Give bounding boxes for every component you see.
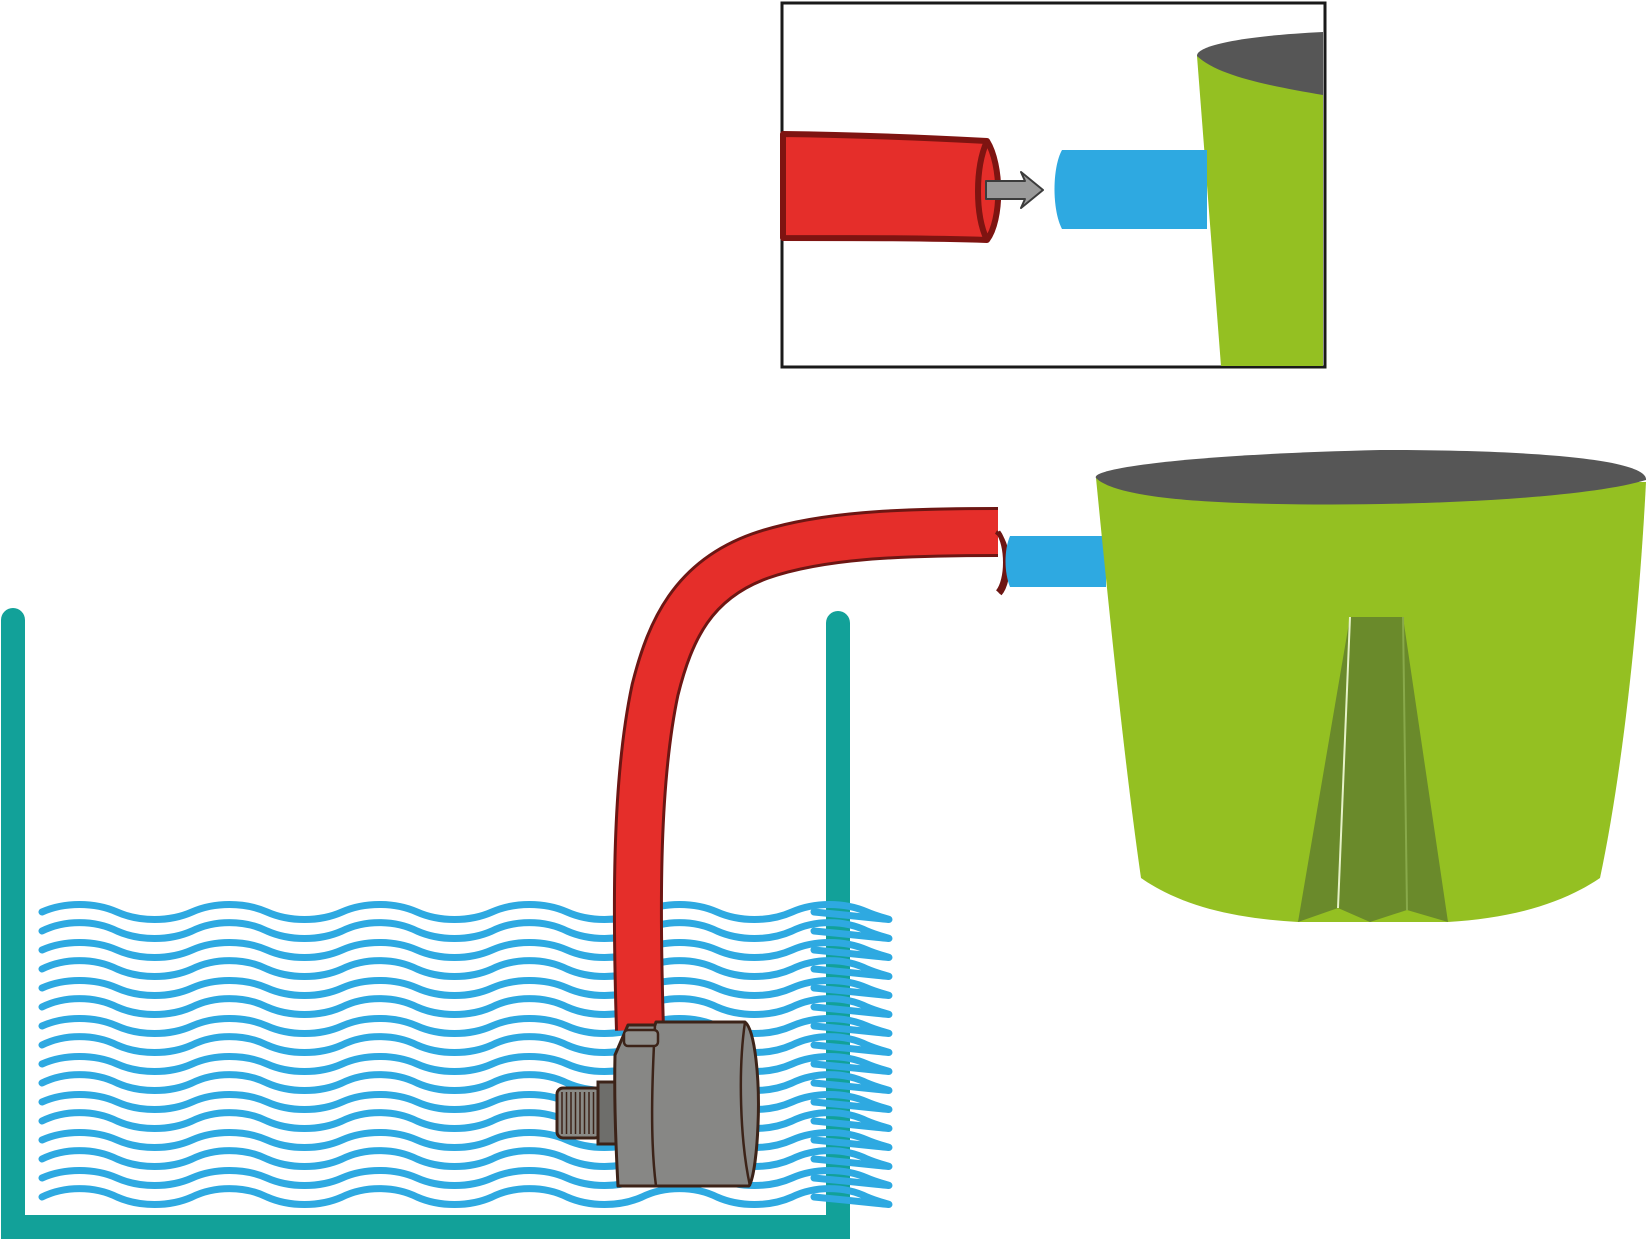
inset-hose-mouth xyxy=(975,139,990,242)
pump-knob-icon xyxy=(555,1086,603,1140)
water-wave-line xyxy=(38,919,893,942)
water-wave-line xyxy=(38,1015,893,1037)
red-hose-fill xyxy=(615,510,999,1031)
water-wave-line xyxy=(38,1185,893,1208)
inset-hose-icon xyxy=(780,131,1002,243)
water-wave-line xyxy=(38,1053,893,1075)
pot-rim xyxy=(1095,450,1647,505)
pot-fold-highlight-right xyxy=(1402,616,1408,911)
planter-pot xyxy=(1005,450,1647,922)
pump-body-side xyxy=(739,1021,752,1187)
water-wave-line xyxy=(38,1071,893,1094)
inset-pot-icon xyxy=(1197,56,1323,366)
water-wave-line xyxy=(38,1129,893,1151)
water-wave-line xyxy=(38,957,893,980)
water-wave-line xyxy=(38,1091,893,1113)
inset-spout-icon xyxy=(1054,150,1207,229)
connection-detail-inset xyxy=(780,1,1327,369)
insert-arrow-icon xyxy=(985,171,1044,209)
pot-drainage-fold xyxy=(1298,617,1448,922)
water-wave-line xyxy=(38,901,893,923)
pot-outlet-spout-icon xyxy=(1005,536,1106,587)
water-waves-icon xyxy=(38,901,893,1208)
water-tank xyxy=(1,608,893,1239)
water-wave-line xyxy=(38,939,893,961)
submersible-pump-icon xyxy=(613,1020,760,1188)
pump-outlet-neck xyxy=(622,1028,660,1048)
inset-pot-rim xyxy=(1196,32,1323,95)
water-wave-line xyxy=(38,977,893,999)
water-wave-line xyxy=(38,1147,893,1170)
water-wave-line xyxy=(38,1033,893,1056)
water-wave-line xyxy=(38,995,893,1018)
hose xyxy=(612,507,1010,1031)
water-wave-line xyxy=(38,1167,893,1189)
water-wave-line xyxy=(38,1109,893,1132)
pot-fold-highlight xyxy=(1337,616,1351,909)
submersible-pump xyxy=(555,1020,760,1188)
